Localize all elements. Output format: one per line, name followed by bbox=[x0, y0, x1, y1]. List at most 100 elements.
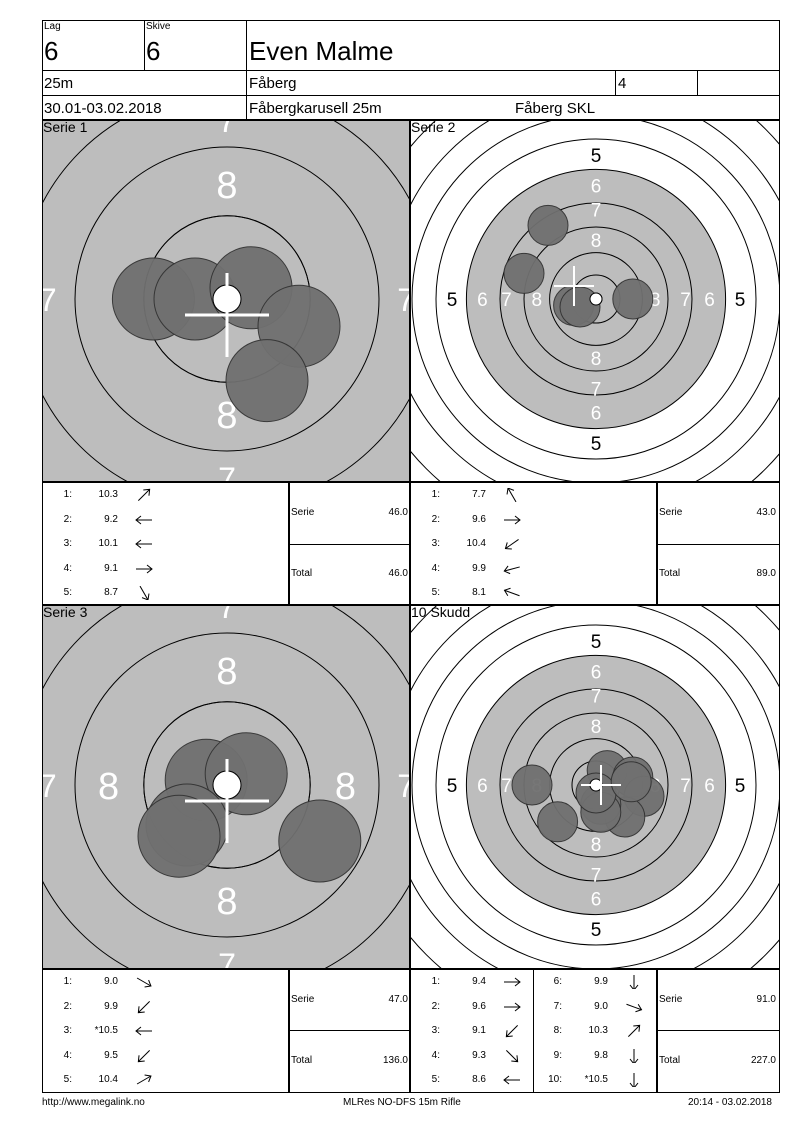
target-title: Serie 3 bbox=[43, 605, 88, 620]
shot-number: 4: bbox=[431, 1049, 440, 1061]
shot-number: 8: bbox=[553, 1025, 562, 1036]
shot-direction bbox=[502, 975, 522, 989]
shot-score: 9.6 bbox=[472, 1000, 486, 1012]
shot-direction bbox=[502, 513, 522, 527]
shot-list-split bbox=[533, 969, 534, 1093]
direction-arrow-icon bbox=[504, 539, 519, 550]
target-svg: 887777 bbox=[43, 121, 409, 481]
ring-label: 8 bbox=[532, 290, 543, 311]
ring-label: 7 bbox=[218, 121, 236, 139]
shot-row: 5:8.1 bbox=[418, 587, 538, 601]
target-serie-3: 88887777 Serie 3 bbox=[42, 605, 410, 969]
shot-number: 4: bbox=[431, 562, 440, 574]
shot-direction bbox=[624, 1047, 644, 1065]
shot-row: 2:9.6 bbox=[418, 514, 538, 528]
direction-arrow-icon bbox=[136, 977, 152, 988]
shot-number: 2: bbox=[431, 1000, 440, 1012]
shot-hole bbox=[278, 799, 362, 883]
total-label: Total bbox=[291, 568, 313, 579]
direction-arrow-icon bbox=[135, 539, 152, 549]
ring-label: 8 bbox=[591, 349, 602, 370]
ring-label: 7 bbox=[591, 686, 602, 707]
shot-direction bbox=[624, 1000, 644, 1014]
shot-score: 10.1 bbox=[98, 538, 118, 549]
ring-label: 7 bbox=[397, 282, 409, 318]
ring-label: 7 bbox=[680, 290, 691, 311]
ring-label: 8 bbox=[591, 717, 602, 738]
shot-direction bbox=[134, 513, 154, 527]
shot-direction bbox=[624, 1024, 644, 1038]
ring-label: 6 bbox=[477, 290, 488, 311]
shooter-name: Even Malme bbox=[249, 36, 394, 66]
ring-label: 5 bbox=[447, 776, 458, 797]
direction-arrow-icon bbox=[137, 1000, 151, 1013]
summary-divider bbox=[657, 544, 780, 545]
shot-score: 9.2 bbox=[104, 513, 118, 525]
ring-label: 7 bbox=[397, 768, 409, 804]
direction-arrow-icon bbox=[135, 1026, 152, 1036]
total-value: 89.0 bbox=[756, 568, 776, 579]
direction-arrow-icon bbox=[626, 1003, 643, 1012]
summary-serie-2 bbox=[657, 482, 780, 605]
shot-score: 9.0 bbox=[594, 1000, 608, 1012]
ring-label: 8 bbox=[216, 395, 237, 437]
ring bbox=[74, 146, 380, 452]
shot-row: 5:8.7 bbox=[50, 585, 170, 601]
direction-arrow-icon bbox=[136, 1074, 152, 1085]
shot-row: 1:9.4 bbox=[418, 976, 538, 990]
ring bbox=[499, 688, 693, 882]
ring-label: 8 bbox=[98, 766, 119, 808]
shot-row: 5:8.6 bbox=[418, 1074, 538, 1088]
ring-label: 5 bbox=[591, 920, 602, 941]
ring-label: 7 bbox=[218, 947, 236, 968]
direction-arrow-icon bbox=[136, 564, 153, 573]
shot-row: 6:9.9 bbox=[540, 974, 660, 991]
shot-row: 9:9.8 bbox=[540, 1047, 660, 1065]
bullseye-top bbox=[589, 292, 603, 306]
ring-label: 7 bbox=[591, 866, 602, 887]
serie-label: Serie bbox=[659, 994, 683, 1005]
shot-row: 1:7.7 bbox=[418, 487, 538, 503]
shot-row: 5:10.4 bbox=[50, 1074, 170, 1088]
shot-score: 9.9 bbox=[104, 1000, 118, 1012]
ring-label: 7 bbox=[591, 380, 602, 401]
shot-number: 2: bbox=[431, 513, 440, 525]
direction-arrow-icon bbox=[629, 1047, 639, 1065]
shot-number: 2: bbox=[63, 513, 72, 525]
header-vline-2 bbox=[246, 20, 247, 120]
serie-value: 47.0 bbox=[388, 994, 408, 1005]
organizer: Fåberg SKL bbox=[515, 100, 596, 117]
ring-label: 7 bbox=[218, 606, 236, 625]
shot-row: 4:9.9 bbox=[418, 563, 538, 577]
shot-score: 9.1 bbox=[472, 1025, 486, 1036]
footer-url[interactable]: http://www.megalink.no bbox=[42, 1097, 145, 1108]
shot-number: 3: bbox=[431, 538, 440, 549]
ring-label: 6 bbox=[477, 776, 488, 797]
ring-label: 6 bbox=[591, 176, 602, 197]
shot-number: 5: bbox=[431, 1074, 440, 1085]
shot-row: 3: 10.4 bbox=[418, 538, 538, 552]
ring bbox=[74, 632, 380, 938]
direction-arrow-icon bbox=[503, 587, 520, 597]
header-divider-1 bbox=[42, 70, 780, 71]
total-label: Total bbox=[291, 1055, 313, 1066]
shot-direction bbox=[134, 562, 154, 576]
ring-label: 5 bbox=[591, 434, 602, 455]
shot-row: 2: 9.2 bbox=[50, 514, 170, 528]
ring-label: 6 bbox=[591, 662, 602, 683]
ring bbox=[411, 121, 779, 481]
shot-number: 4: bbox=[63, 562, 72, 574]
shot-row: 3:*10.5 bbox=[50, 1025, 170, 1039]
skive-label: Skive bbox=[146, 21, 171, 32]
shot-number: 2: bbox=[63, 1000, 72, 1012]
shot-direction bbox=[134, 488, 154, 502]
date: 30.01-03.02.2018 bbox=[44, 100, 162, 117]
shot-score: 10.4 bbox=[466, 538, 486, 549]
shot-number: 1: bbox=[431, 489, 440, 500]
shot-hole bbox=[612, 278, 654, 320]
shot-direction bbox=[134, 1049, 154, 1063]
ring-label: 8 bbox=[591, 231, 602, 252]
